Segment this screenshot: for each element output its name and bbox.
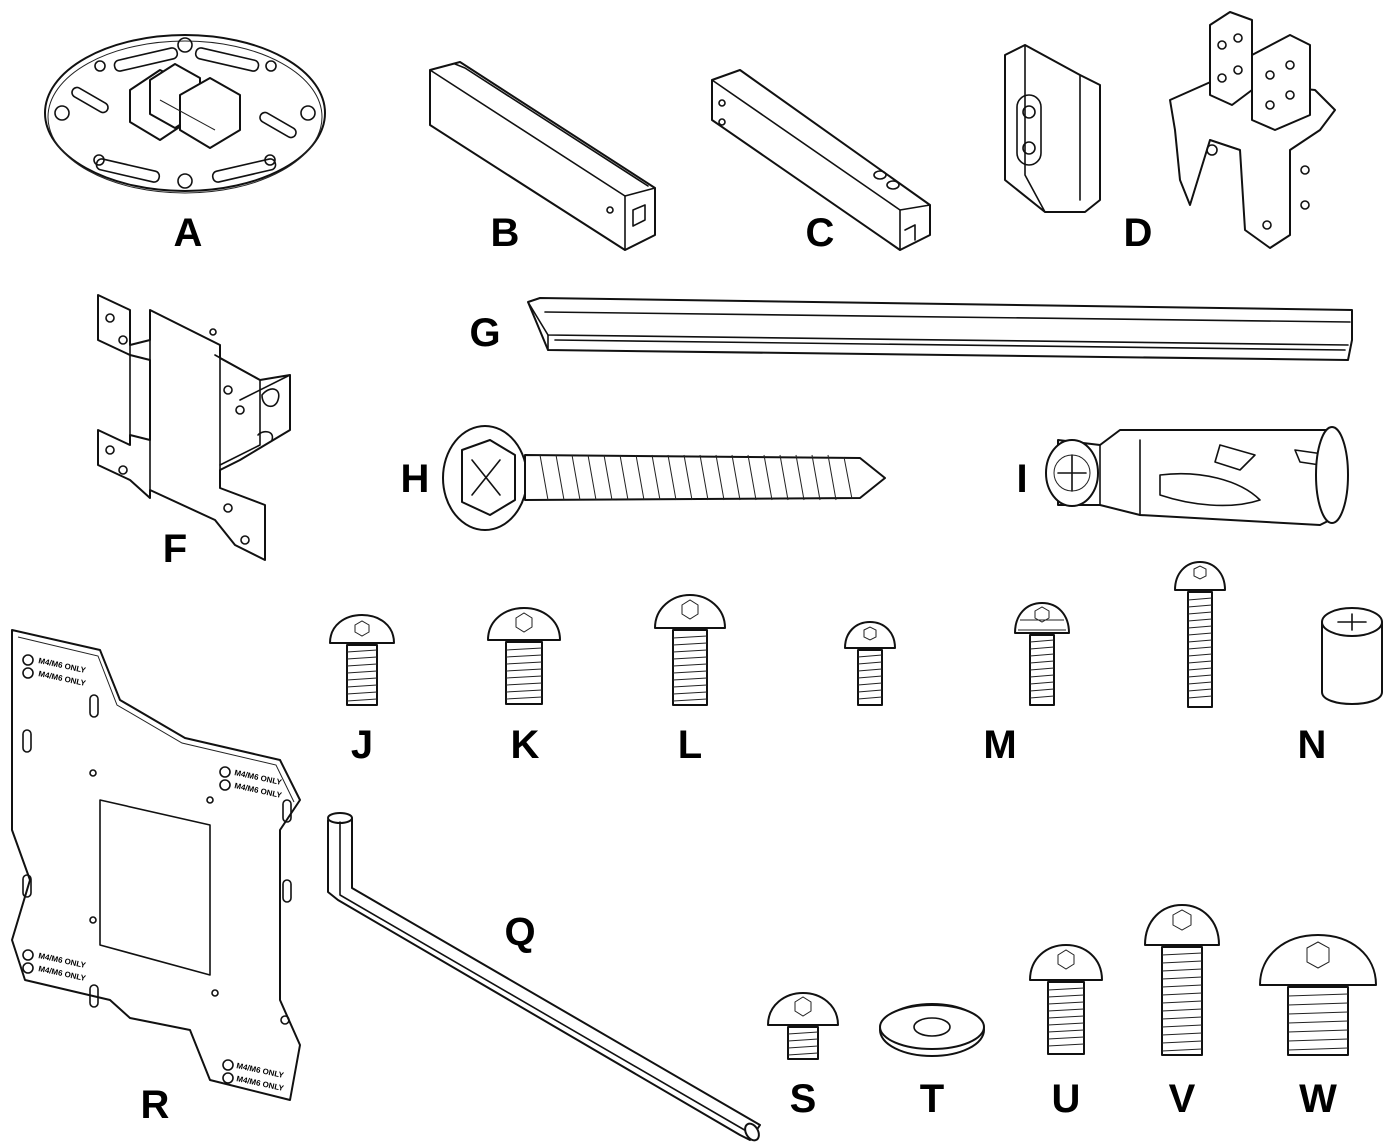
part-s-screw: S: [767, 992, 839, 1121]
label-s: S: [790, 1077, 817, 1121]
part-v-screw: V: [1144, 904, 1220, 1121]
part-t-washer: T: [879, 1003, 985, 1121]
part-d-clamp: D: [1004, 44, 1153, 255]
part-b-outer-column: B: [429, 61, 656, 255]
part-c-inner-column: C: [711, 69, 931, 255]
label-l: L: [678, 723, 702, 767]
part-d-tilt-bracket: [1169, 11, 1336, 249]
part-f-adapter-bracket: F: [97, 294, 291, 571]
label-d: D: [1124, 211, 1153, 255]
part-g-rail: G: [469, 297, 1353, 361]
label-m: M: [983, 723, 1016, 767]
label-t: T: [920, 1077, 944, 1121]
part-n-spacer: N: [1298, 607, 1383, 767]
part-k-screw: K: [487, 607, 561, 767]
label-b: B: [491, 211, 520, 255]
part-i-toggle-anchor: I: [1016, 426, 1349, 526]
label-v: V: [1169, 1077, 1196, 1121]
label-w: W: [1299, 1077, 1337, 1121]
part-a-ceiling-plate: A: [44, 34, 326, 255]
part-l-screw: L: [654, 594, 726, 767]
part-m-screw-long: [1174, 561, 1226, 708]
label-f: F: [163, 527, 187, 571]
label-j: J: [351, 723, 373, 767]
label-r: R: [141, 1083, 170, 1127]
label-a: A: [174, 211, 203, 255]
part-q-hex-key: Q: [327, 812, 761, 1142]
part-r-vesa-plate: M4/M6 ONLY M4/M6 ONLY M4/M6 ONLY M4/M6 O…: [11, 629, 301, 1127]
label-q: Q: [504, 910, 535, 954]
part-m-screw-small: [844, 621, 896, 706]
label-g: G: [469, 311, 500, 355]
part-u-screw: U: [1029, 944, 1103, 1121]
label-i: I: [1016, 457, 1027, 501]
part-j-screw: J: [329, 614, 395, 767]
part-w-screw: W: [1259, 934, 1377, 1121]
label-h: H: [401, 457, 430, 501]
label-n: N: [1298, 723, 1327, 767]
label-u: U: [1052, 1077, 1081, 1121]
part-h-lag-bolt: H: [401, 425, 886, 531]
label-c: C: [806, 211, 835, 255]
label-k: K: [511, 723, 540, 767]
part-m-screw-flange: M: [983, 602, 1070, 767]
